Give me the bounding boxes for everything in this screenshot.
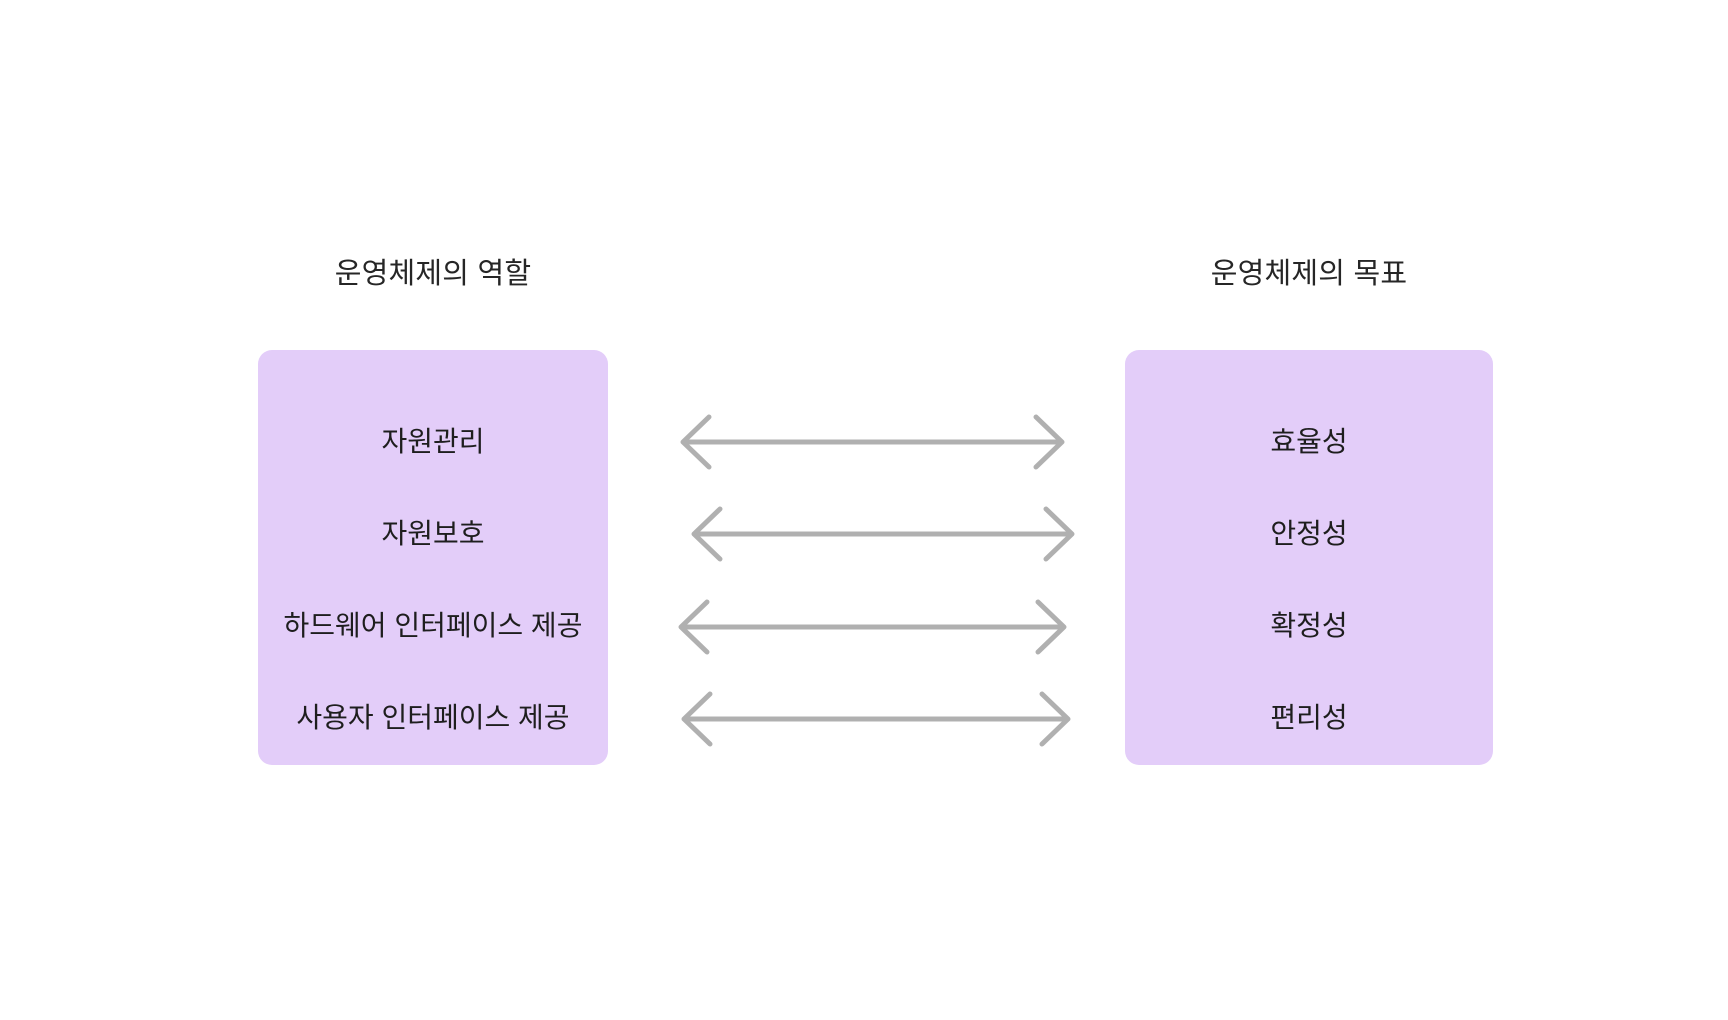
right-panel-item-1: 효율성 [1270, 426, 1348, 457]
right-column-title: 운영체제의 목표 [1210, 258, 1408, 290]
left-panel-item-4: 사용자 인터페이스 제공 [296, 702, 570, 733]
right-panel: 효율성 안정성 확정성 편리성 [1125, 350, 1493, 765]
arrow-head-right [1043, 506, 1075, 562]
left-panel-item-3: 하드웨어 인터페이스 제공 [283, 610, 583, 641]
arrow-head-left [678, 599, 710, 655]
right-panel-item-3: 확정성 [1270, 610, 1348, 641]
arrow-head-left [681, 691, 713, 747]
arrow-head-left [680, 414, 712, 470]
left-panel-item-1: 자원관리 [381, 426, 485, 457]
left-panel-item-2: 자원보호 [381, 518, 485, 549]
right-panel-item-4: 편리성 [1270, 702, 1348, 733]
connector-arrow-1 [680, 414, 1065, 470]
left-column-title: 운영체제의 역할 [334, 258, 532, 290]
connector-arrow-2 [691, 506, 1075, 562]
arrow-head-right [1039, 691, 1071, 747]
arrow-head-right [1035, 599, 1067, 655]
arrow-head-right [1033, 414, 1065, 470]
right-panel-item-2: 안정성 [1270, 518, 1348, 549]
left-panel: 자원관리 자원보호 하드웨어 인터페이스 제공 사용자 인터페이스 제공 [258, 350, 608, 765]
connector-arrow-4 [681, 691, 1071, 747]
arrow-head-left [691, 506, 723, 562]
connector-arrow-3 [678, 599, 1067, 655]
